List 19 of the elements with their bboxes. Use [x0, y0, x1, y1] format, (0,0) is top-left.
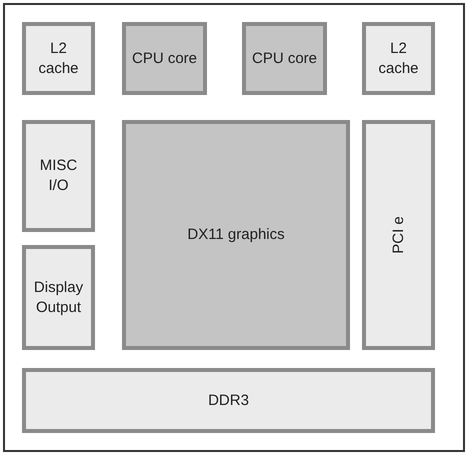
- block-box: [242, 22, 327, 95]
- block-box: [22, 120, 95, 232]
- block-label: L2 cache: [37, 38, 80, 78]
- block-label: CPU core: [132, 48, 198, 68]
- block-label: DX11 graphics: [187, 225, 285, 245]
- block-label: CPU core: [252, 48, 318, 68]
- block-box: [22, 22, 95, 95]
- block-label: DDR3: [208, 390, 249, 410]
- block-label: PCI e: [388, 216, 408, 254]
- block-box: [362, 22, 435, 95]
- block-label: L2 cache: [377, 38, 420, 78]
- block-box: [22, 368, 435, 433]
- block-box: [122, 22, 207, 95]
- block-box: [22, 245, 95, 350]
- chip-outline: [3, 3, 465, 452]
- block-label: Display Output: [32, 278, 84, 318]
- block-box: [362, 120, 435, 350]
- block-box: [122, 120, 350, 350]
- block-label: MISC I/O: [38, 156, 78, 196]
